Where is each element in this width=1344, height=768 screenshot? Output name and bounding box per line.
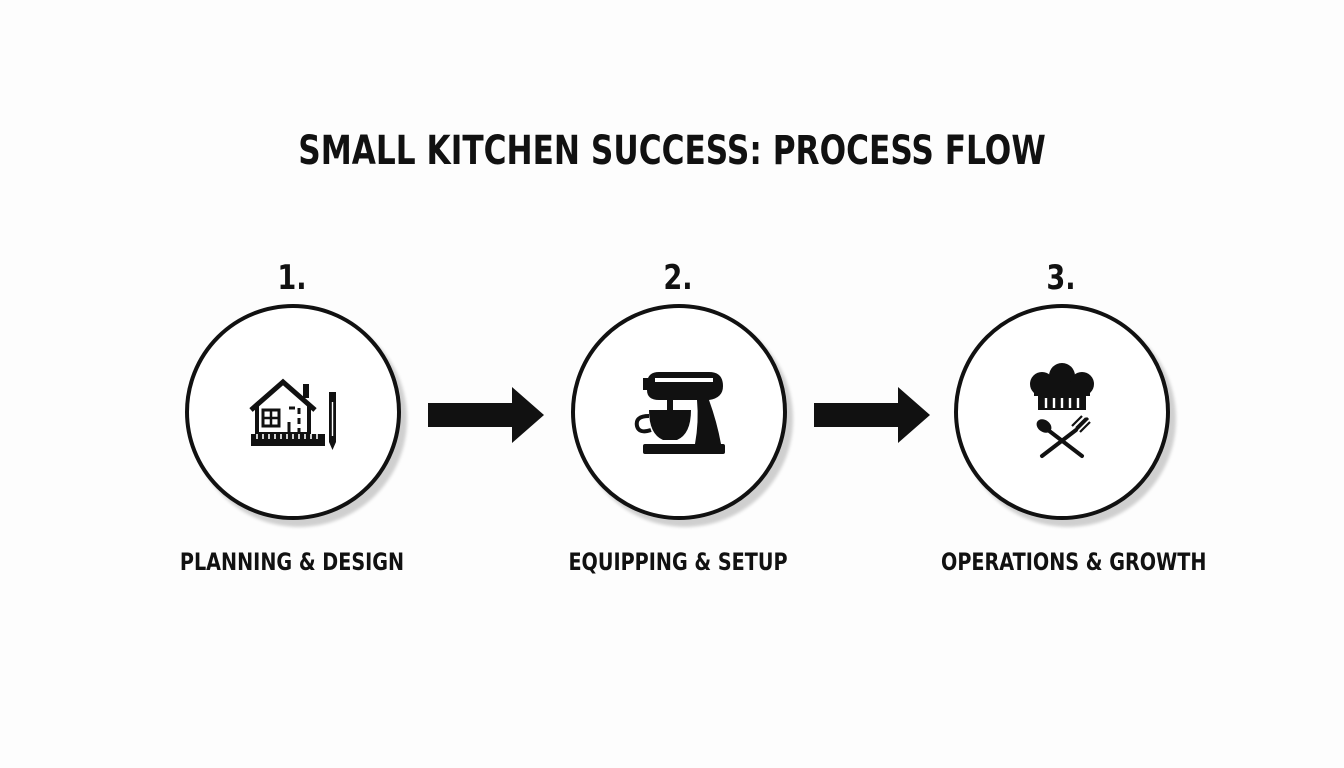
step-number: 3. [1046, 258, 1076, 298]
arrow-right-icon [814, 387, 930, 443]
step-circle [571, 304, 787, 520]
step-label: EQUIPPING & SETUP [568, 548, 788, 576]
step-circle [185, 304, 401, 520]
step-number: 1. [277, 258, 307, 298]
stand-mixer-icon [634, 372, 725, 454]
chef-hat-utensils-icon [1030, 363, 1094, 458]
step-number: 2. [663, 258, 693, 298]
step-label: OPERATIONS & GROWTH [941, 548, 1207, 576]
step-label: PLANNING & DESIGN [179, 548, 405, 576]
arrow-right-icon [428, 387, 544, 443]
house-blueprint-icon [249, 378, 336, 450]
diagram-title: SMALL KITCHEN SUCCESS: PROCESS FLOW [298, 128, 1046, 174]
step-circle [954, 304, 1170, 520]
